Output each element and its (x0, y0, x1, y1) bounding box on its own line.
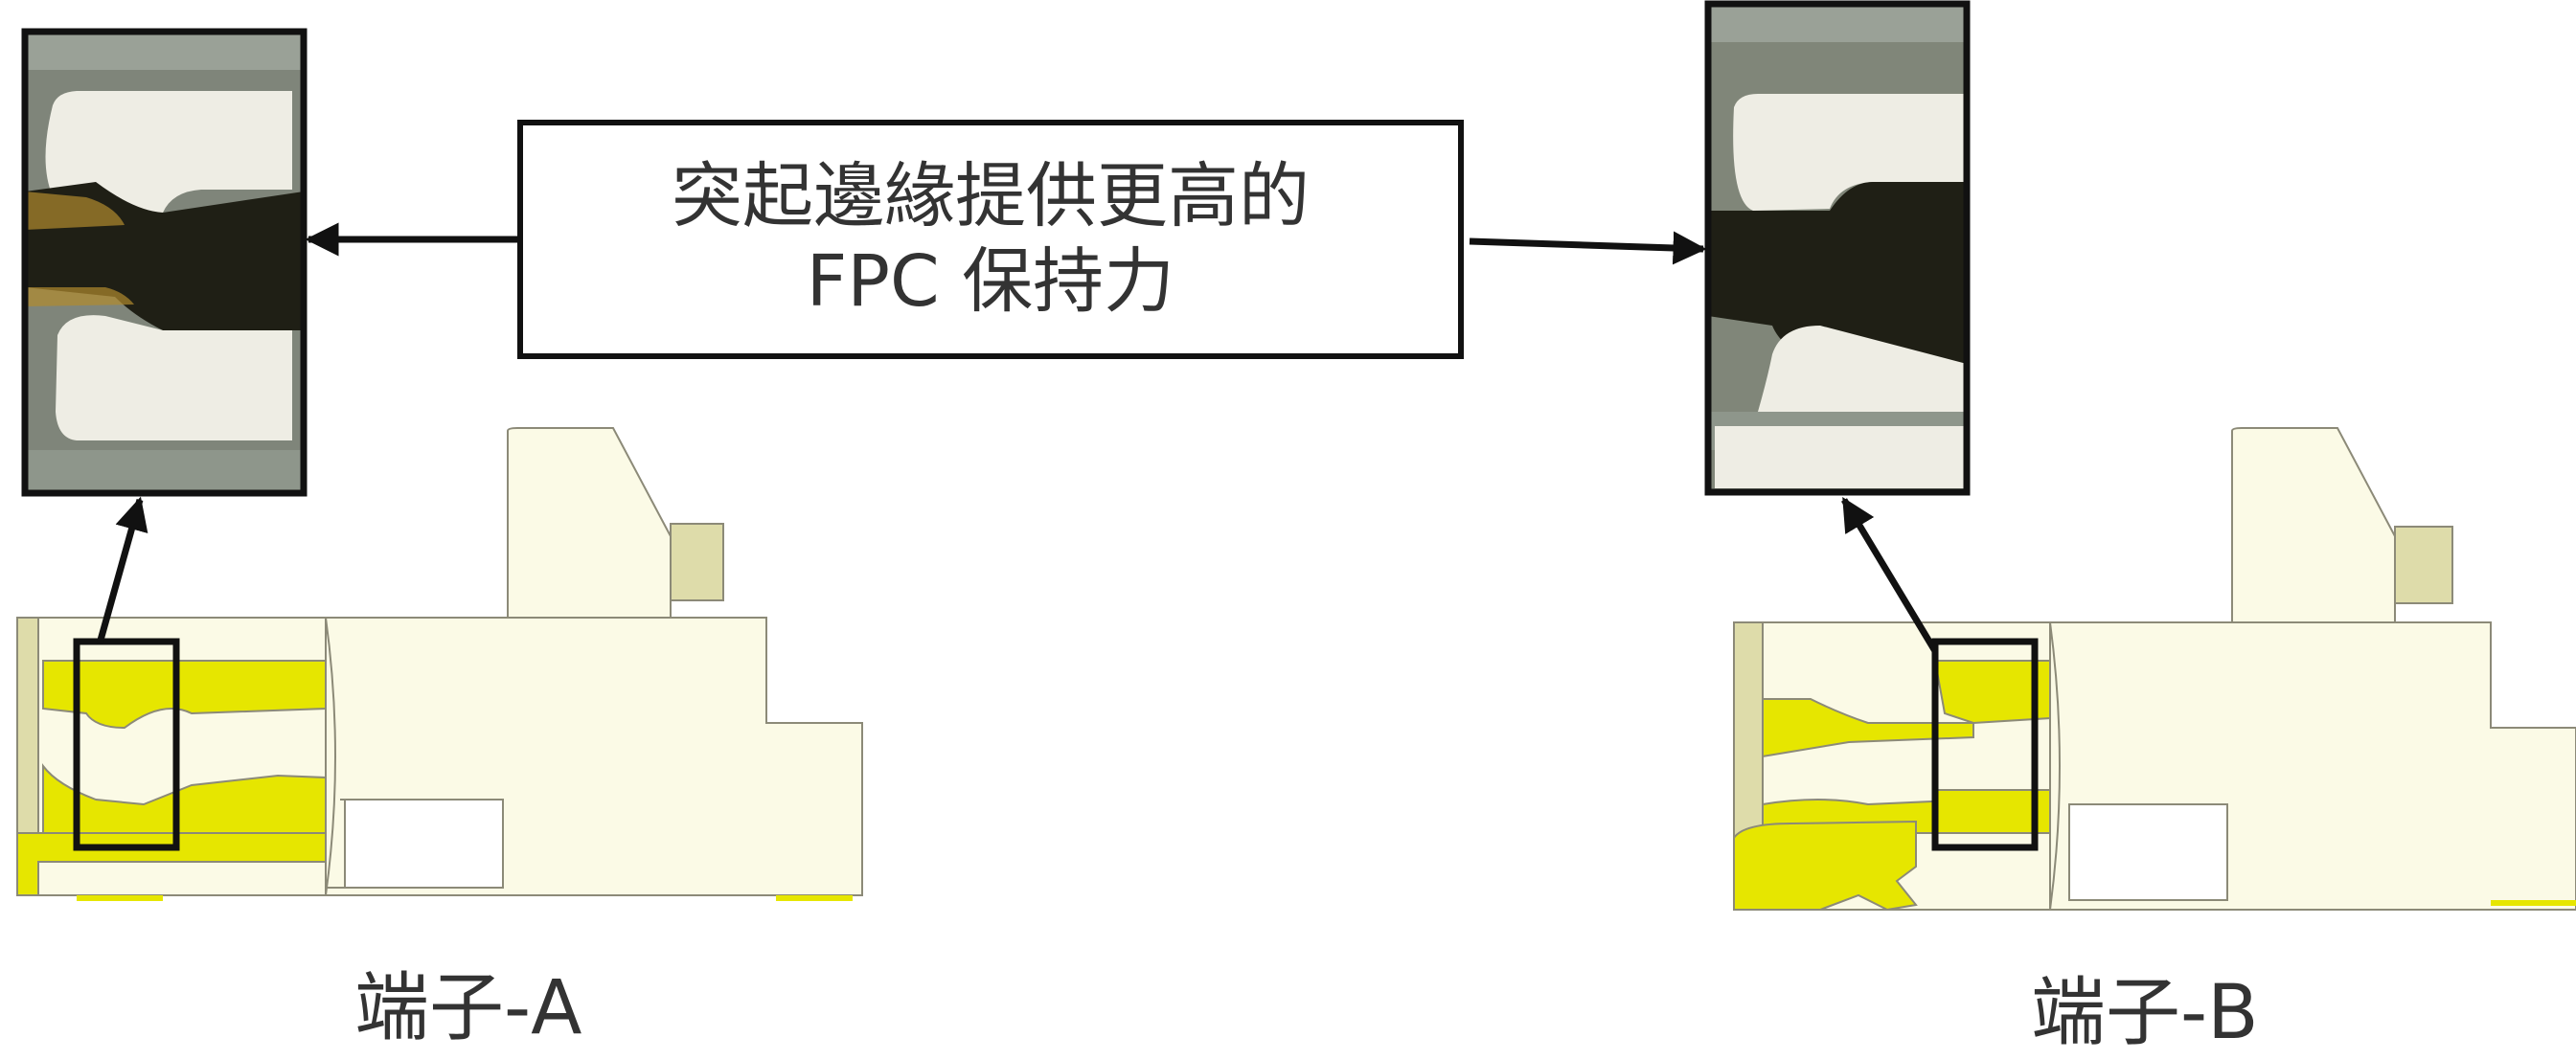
callout-line-2: FPC 保持力 (806, 240, 1175, 323)
callout-line-1: 突起邊緣提供更高的 (672, 155, 1310, 238)
connector-a (16, 427, 863, 901)
caption-terminal-b: 端子-B (2031, 970, 2259, 1056)
highlight-box-b (1931, 638, 2039, 851)
zoom-photo-b (1704, 0, 1971, 496)
arrow-box-a-to-photo-a (96, 496, 148, 644)
arrow-box-b-to-photo-b (1841, 497, 1938, 653)
callout-box: 突起邊緣提供更高的 FPC 保持力 (517, 120, 1464, 359)
connector-b (1733, 427, 2576, 912)
caption-terminal-a: 端子-A (354, 965, 582, 1051)
zoom-photo-a (21, 28, 308, 497)
arrow-callout-to-photo-b (1469, 231, 1707, 265)
highlight-box-a (73, 638, 180, 851)
